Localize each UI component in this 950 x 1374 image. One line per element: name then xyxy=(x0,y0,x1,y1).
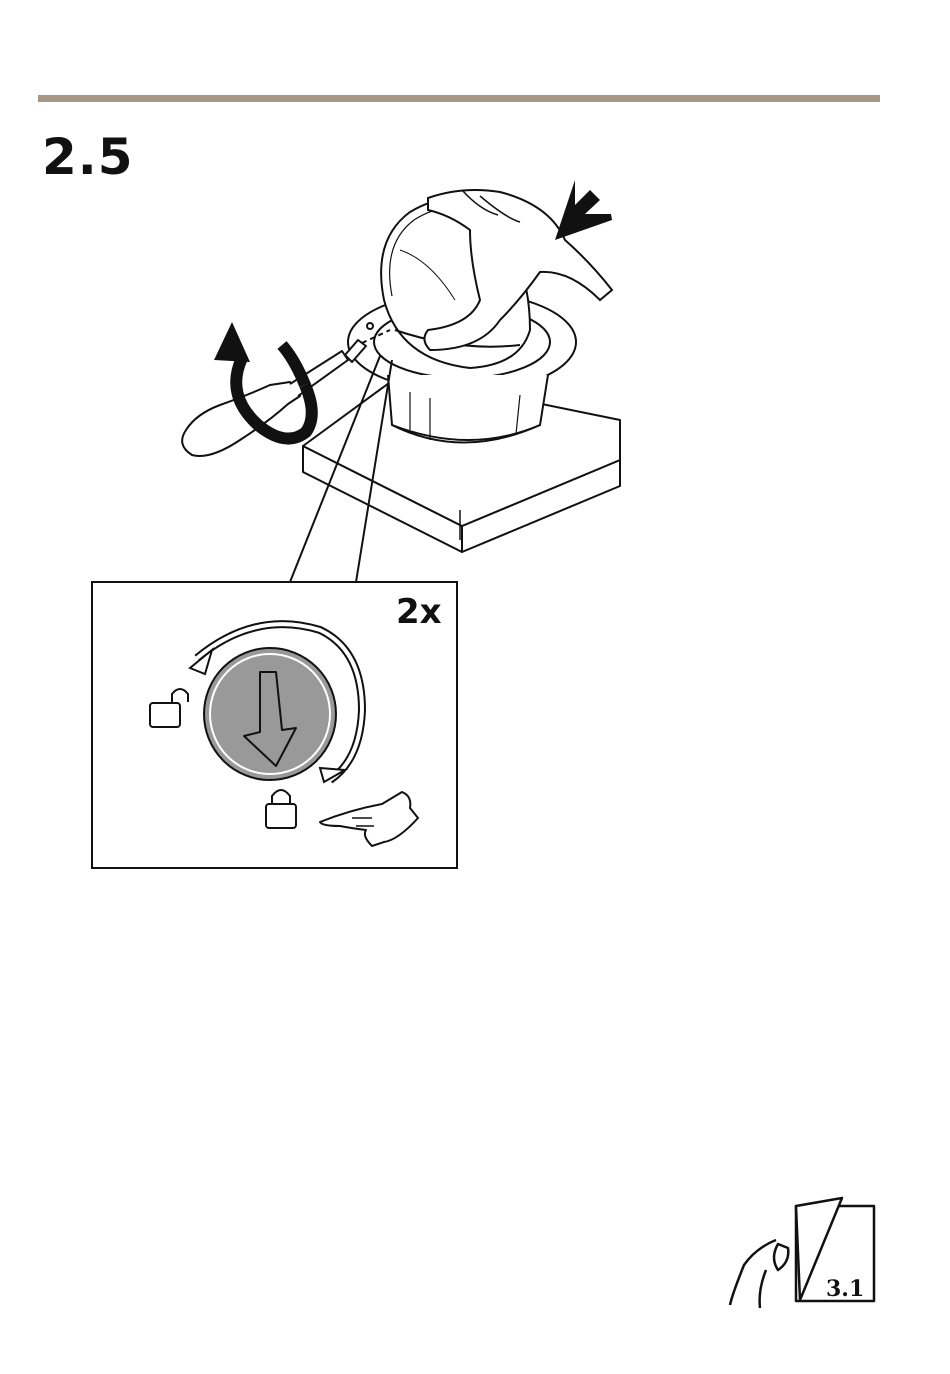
camera-housing xyxy=(388,375,548,443)
repeat-count: 2x xyxy=(396,592,442,632)
next-step-reference: 3.1 xyxy=(826,1276,864,1302)
push-arrow-icon xyxy=(555,180,612,240)
